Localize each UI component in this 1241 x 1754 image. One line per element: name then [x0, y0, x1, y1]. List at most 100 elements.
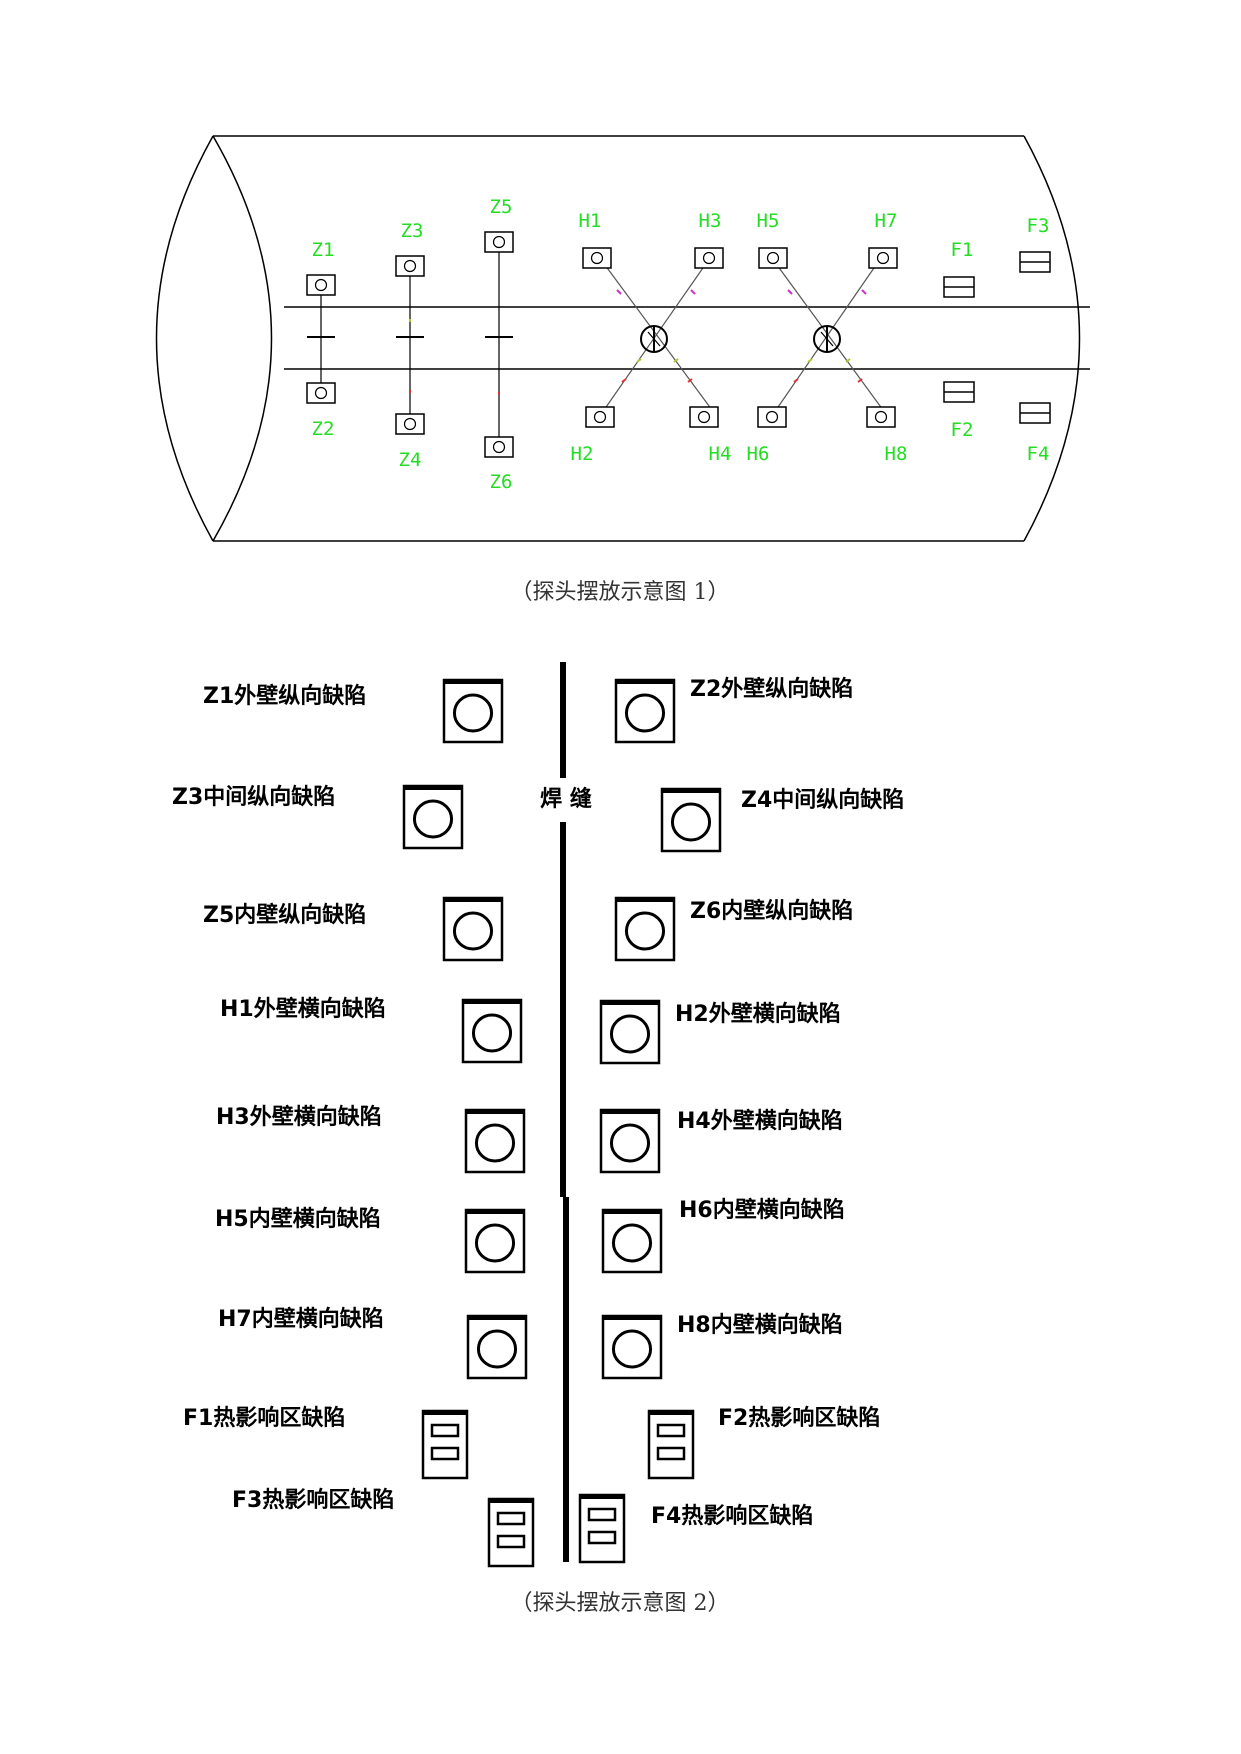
z3-defect-probe: [402, 784, 464, 850]
z3-probe-circle-icon: [403, 259, 417, 273]
h2-defect-circle-icon: [609, 1014, 651, 1054]
z-probe-connectors: [307, 242, 513, 447]
f4-probe: [1019, 402, 1051, 424]
h8-probe-label: H8: [885, 443, 908, 465]
h5-defect-probe: [464, 1208, 526, 1274]
h6-defect-probe-frame: [601, 1208, 663, 1274]
z4-probe-circle-icon: [403, 417, 417, 431]
h1-defect-circle-icon: [471, 1013, 513, 1053]
f1-defect-probe-frame: [421, 1409, 469, 1480]
f2-probe: [943, 381, 975, 403]
h5-probe-circle-icon: [766, 251, 780, 265]
h7-probe-label: H7: [875, 210, 898, 232]
h8-probe-box: [866, 406, 896, 428]
h3-defect-probe: [464, 1108, 526, 1174]
f2-defect-slot-icon-lower: [656, 1446, 686, 1461]
f1-defect-slot-icon-upper: [430, 1423, 460, 1438]
f3-defect-probe: [487, 1497, 535, 1568]
h5-defect-circle-icon: [474, 1223, 516, 1263]
h5-h8-beam: [776, 264, 884, 411]
f4-defect-probe-frame: [578, 1493, 626, 1564]
pipe-far-end-arc: [1023, 135, 1081, 542]
h6-probe-label: H6: [747, 443, 770, 465]
f3-probe: [1019, 251, 1051, 273]
h6-defect-circle-icon: [611, 1223, 653, 1263]
z6-defect-circle-icon: [624, 911, 666, 951]
z3-defect-label: Z3中间纵向缺陷: [172, 784, 335, 810]
f1-defect-probe: [421, 1409, 469, 1480]
z6-probe: [484, 436, 514, 458]
h5-defect-probe-frame: [464, 1208, 526, 1274]
z4-defect-probe-frame: [660, 787, 722, 853]
h4-probe-box: [689, 406, 719, 428]
z2-defect-probe-frame: [614, 678, 676, 744]
z1-defect-probe: [442, 678, 504, 744]
weld-seam-middle: [560, 822, 566, 1197]
h4-probe-circle-icon: [697, 410, 711, 424]
h2-defect-probe: [599, 999, 661, 1065]
f4-probe-label: F4: [1027, 443, 1050, 465]
z2-probe-circle-icon: [314, 386, 328, 400]
crossing-symbol-2: [813, 325, 841, 353]
h3-probe-label: H3: [699, 210, 722, 232]
beam-markers: [409, 289, 867, 395]
figure-2-caption: （探头摆放示意图 2）: [511, 1591, 730, 1616]
f1-defect-slot-icon-lower: [430, 1446, 460, 1461]
z4-probe-label: Z4: [399, 449, 422, 471]
f3-defect-slot-icon-upper: [496, 1511, 526, 1526]
z4-defect-circle-icon: [670, 802, 712, 842]
z5-defect-label: Z5内壁纵向缺陷: [203, 902, 366, 928]
h6-probe-circle-icon: [765, 410, 779, 424]
h5-probe-box: [758, 247, 788, 269]
f4-defect-slot-icon-upper: [587, 1507, 617, 1522]
h6-defect-probe: [601, 1208, 663, 1274]
z6-defect-label: Z6内壁纵向缺陷: [690, 898, 853, 924]
f1-probe-label: F1: [951, 239, 974, 261]
h8-defect-circle-icon: [611, 1329, 653, 1369]
h7-defect-probe: [466, 1314, 528, 1380]
h8-defect-probe: [601, 1314, 663, 1380]
z2-defect-label: Z2外壁纵向缺陷: [690, 676, 853, 702]
z6-defect-probe: [614, 896, 676, 962]
probe-markers: [306, 231, 1051, 458]
z1-probe-circle-icon: [314, 278, 328, 292]
h7-probe-circle-icon: [876, 251, 890, 265]
h3-defect-circle-icon: [474, 1123, 516, 1163]
f1-defect-label: F1热影响区缺陷: [183, 1405, 345, 1431]
h2-defect-label: H2外壁横向缺陷: [675, 1001, 841, 1027]
h7-probe: [868, 247, 898, 269]
h4-defect-probe: [599, 1108, 661, 1174]
f3-probe-label: F3: [1027, 215, 1050, 237]
h8-probe: [866, 406, 896, 428]
h6-probe: [757, 406, 787, 428]
h5-defect-label: H5内壁横向缺陷: [215, 1206, 381, 1232]
h7-probe-box: [868, 247, 898, 269]
h3-probe-circle-icon: [702, 251, 716, 265]
f2-defect-label: F2热影响区缺陷: [718, 1405, 880, 1431]
z6-probe-circle-icon: [492, 440, 506, 454]
z5-defect-circle-icon: [452, 911, 494, 951]
weld-seam-lower: [563, 1197, 569, 1562]
h7-defect-circle-icon: [476, 1329, 518, 1369]
h2-probe-label: H2: [571, 443, 594, 465]
pipe-end-right-arc: [212, 135, 273, 542]
z3-probe: [395, 255, 425, 277]
h2-probe-box: [585, 406, 615, 428]
h4-defect-circle-icon: [609, 1123, 651, 1163]
z5-defect-probe-frame: [442, 896, 504, 962]
f3-defect-slot-icon-lower: [496, 1534, 526, 1549]
h1-defect-probe: [461, 998, 523, 1064]
h8-probe-circle-icon: [874, 410, 888, 424]
z1-defect-circle-icon: [452, 693, 494, 733]
h1-defect-probe-frame: [461, 998, 523, 1064]
pipe-outline: [155, 135, 1090, 542]
z2-probe-box: [306, 382, 336, 404]
h6-defect-label: H6内壁横向缺陷: [679, 1197, 845, 1223]
h5-probe: [758, 247, 788, 269]
z2-probe-label: Z2: [312, 418, 335, 440]
h6-probe-box: [757, 406, 787, 428]
h4-probe: [689, 406, 719, 428]
figure-1-caption: （探头摆放示意图 1）: [511, 580, 730, 605]
